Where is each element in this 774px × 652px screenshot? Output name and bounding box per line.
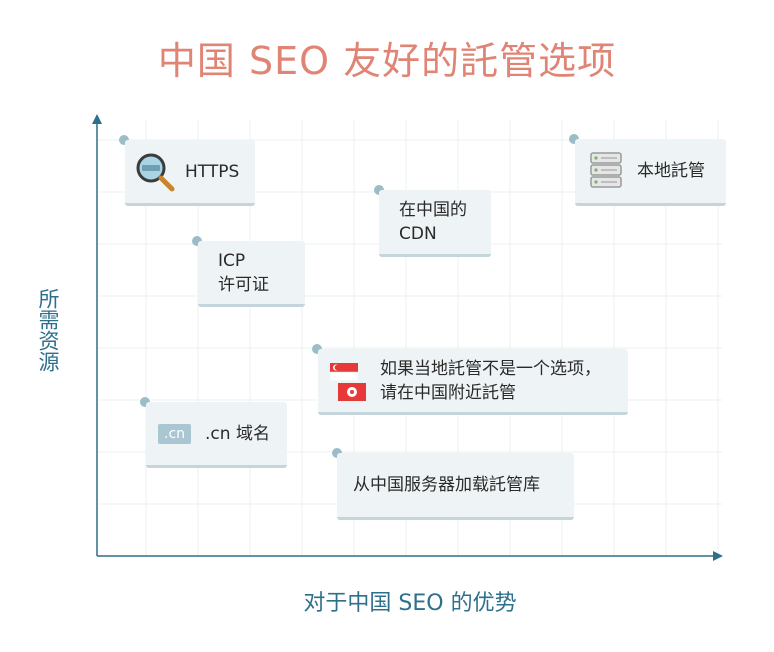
magnifier-https-icon xyxy=(136,153,175,191)
card-local-label: 本地託管 xyxy=(637,161,705,181)
singapore-flag-icon xyxy=(330,362,358,381)
server-icon xyxy=(590,152,622,188)
card-cdn-label: 在中国的 CDN xyxy=(399,200,467,244)
y-axis-arrow xyxy=(92,114,102,124)
card-https: HTTPS xyxy=(125,140,255,206)
cn-badge-icon: .cn xyxy=(158,423,192,444)
card-cdn: 在中国的 CDN xyxy=(379,190,491,257)
card-library-label: 从中国服务器加载託管库 xyxy=(353,475,540,495)
marker-icp xyxy=(192,236,202,246)
marker-cn-domain xyxy=(140,397,150,407)
card-icp-label: ICP 许可证 xyxy=(218,250,269,295)
card-cn-domain-label: .cn 域名 xyxy=(205,423,270,444)
card-cn-domain: .cn .cn 域名 xyxy=(146,402,287,468)
marker-https xyxy=(119,135,129,145)
flags xyxy=(330,361,370,401)
hong-kong-flag-icon xyxy=(338,382,366,401)
marker-nearby xyxy=(312,344,322,354)
marker-local xyxy=(569,134,579,144)
card-local: 本地託管 xyxy=(575,139,726,206)
chart-title: 中国 SEO 友好的託管选项 xyxy=(157,39,617,83)
x-axis-arrow xyxy=(713,551,723,561)
card-https-label: HTTPS xyxy=(185,161,240,182)
card-icp: ICP 许可证 xyxy=(198,241,305,307)
x-axis-label: 对于中国 SEO 的优势 xyxy=(303,591,517,616)
y-axis-label: 所需资源 xyxy=(36,288,60,372)
axes xyxy=(92,114,723,561)
card-nearby: 如果当地託管不是一个选项， 请在中国附近託管 xyxy=(318,349,628,415)
card-library: 从中国服务器加载託管库 xyxy=(337,453,574,520)
card-nearby-label: 如果当地託管不是一个选项， 请在中国附近託管 xyxy=(380,358,601,403)
